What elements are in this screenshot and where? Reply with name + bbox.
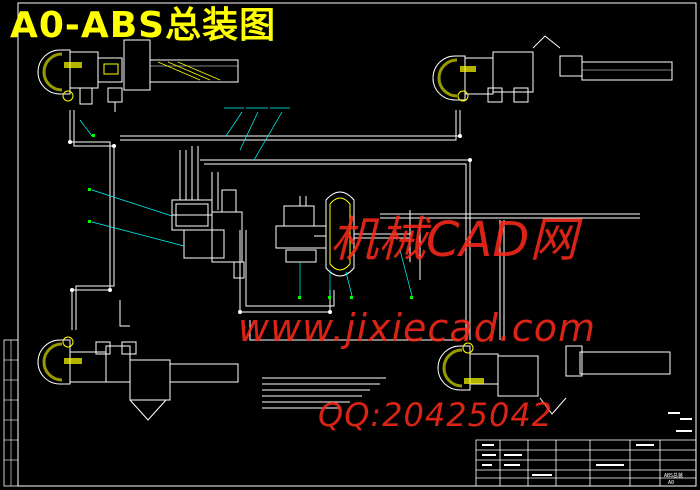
title-block-filled-text: [482, 444, 654, 476]
master-cylinder-booster: [275, 191, 411, 277]
watermark-site-name: 机械CAD网: [330, 212, 578, 268]
right-edge-marks: [668, 412, 692, 432]
title-block-drawing-code: ABS总装: [664, 473, 684, 479]
watermark-qq: QQ:20425042: [318, 396, 554, 434]
abs-modulator: [171, 189, 245, 279]
balloon-marks: [88, 134, 413, 299]
title-block-sheet-size: A0: [668, 480, 675, 486]
drawing-title: A0-ABS总装图: [10, 5, 277, 46]
leader-lines: [79, 107, 413, 297]
pipe-fittings: [68, 134, 472, 314]
wheel-assembly-top-right: [432, 35, 673, 103]
wheel-assembly-top-left: [37, 39, 239, 112]
wheel-assembly-bottom-left: [37, 336, 239, 421]
technical-notes: [262, 377, 386, 409]
watermark-url: www.jixiecad.com: [238, 306, 596, 350]
title-block: [475, 439, 697, 487]
wheel-assembly-bottom-right: [437, 342, 671, 415]
drawing-frame: [17, 2, 697, 487]
